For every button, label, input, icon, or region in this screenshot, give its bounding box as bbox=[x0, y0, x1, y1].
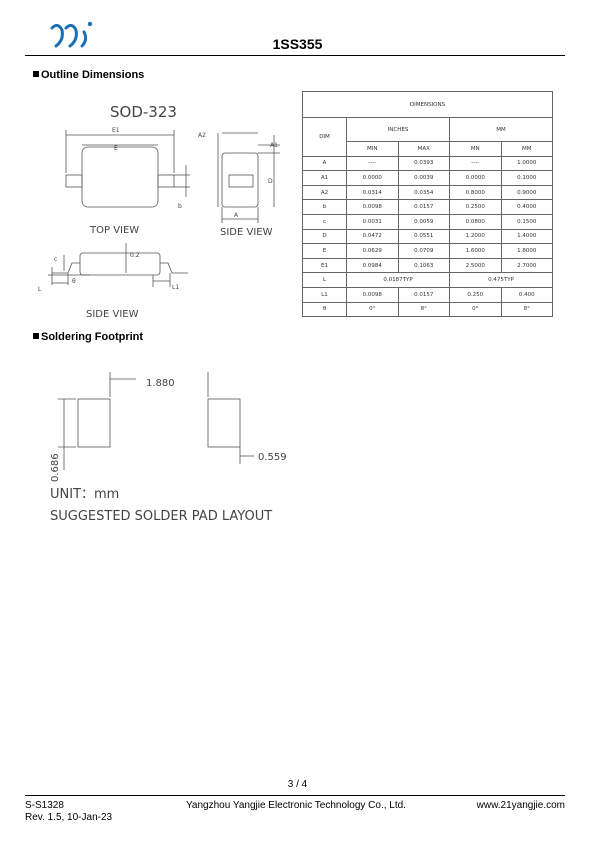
dim-header: DIM bbox=[302, 117, 347, 157]
document-number: S-S1328 bbox=[25, 800, 64, 811]
label-d: D bbox=[268, 178, 273, 185]
table-row: E1 0.0984 0.1063 2.5000 2.7000 bbox=[302, 257, 553, 274]
table-row: c 0.0031 0.0059 0.0800 0.1500 bbox=[302, 213, 553, 230]
label-c: c bbox=[54, 256, 57, 263]
label-e1: E1 bbox=[112, 127, 120, 134]
label-a2: A2 bbox=[198, 132, 206, 139]
table-row: A ---- 0.0393 ---- 1.0000 bbox=[302, 155, 553, 172]
mm-max-header: MM bbox=[500, 141, 553, 157]
side-view-right-label: SIDE VIEW bbox=[220, 227, 273, 238]
label-theta: θ bbox=[72, 278, 76, 285]
header-divider bbox=[25, 55, 565, 56]
pitch-dimension: 1.880 bbox=[146, 378, 175, 389]
table-row: b 0.0098 0.0157 0.2500 0.4000 bbox=[302, 199, 553, 215]
footprint-caption: SUGGESTED SOLDER PAD LAYOUT bbox=[50, 509, 272, 524]
revision: Rev. 1.5, 10-Jan-23 bbox=[25, 812, 113, 823]
footer-divider bbox=[25, 795, 565, 796]
package-name: SOD-323 bbox=[110, 103, 177, 121]
bullet-square-icon bbox=[33, 71, 39, 77]
inches-header: INCHES bbox=[346, 117, 450, 142]
table-row: L 0.0187TYP 0.475TYP bbox=[302, 272, 553, 288]
unit-label: UNIT：mm bbox=[50, 487, 119, 502]
table-row: L1 0.0098 0.0157 0.250 0.400 bbox=[302, 286, 553, 303]
mm-header: MM bbox=[449, 117, 553, 142]
inches-max-header: MAX bbox=[397, 141, 450, 157]
soldering-footprint-heading: Soldering Footprint bbox=[33, 331, 143, 343]
footprint-drawing: 1.880 0.686 0.559 UNIT：mm SUGGESTED SOLD… bbox=[50, 372, 287, 524]
dimensions-table: DIMENSIONS DIM INCHES MM MIN MAX MN MM A… bbox=[302, 91, 553, 318]
mm-min-header: MN bbox=[449, 141, 502, 157]
label-l: L bbox=[38, 286, 42, 293]
bullet-square-icon bbox=[33, 333, 39, 339]
label-b: b bbox=[178, 203, 182, 210]
table-row: θ 0° 8° 0° 8° bbox=[302, 301, 553, 318]
table-row: D 0.0472 0.0551 1.2000 1.4000 bbox=[302, 228, 553, 245]
side-view-bottom-label: SIDE VIEW bbox=[86, 309, 139, 320]
company-logo-icon bbox=[50, 21, 93, 48]
pad-width-dimension: 0.559 bbox=[258, 452, 287, 463]
outline-dimensions-heading: Outline Dimensions bbox=[33, 69, 144, 81]
label-l1: L1 bbox=[172, 284, 179, 291]
table-row: A1 0.0000 0.0039 0.0000 0.1000 bbox=[302, 170, 553, 186]
pad-height-dimension: 0.686 bbox=[50, 453, 61, 482]
company-name: Yangzhou Yangjie Electronic Technology C… bbox=[186, 800, 406, 811]
website-link[interactable]: www.21yangjie.com bbox=[476, 800, 565, 811]
table-row: A2 0.0314 0.0354 0.8000 0.9000 bbox=[302, 184, 553, 201]
label-a1: A1 bbox=[270, 142, 278, 149]
part-number: 1SS355 bbox=[272, 36, 323, 52]
outline-drawing: SOD-323 E1 E b A2 A1 D A TOP VIEW SIDE V… bbox=[38, 103, 280, 320]
label-a: A bbox=[234, 212, 239, 219]
top-view-label: TOP VIEW bbox=[89, 225, 139, 236]
table-title: DIMENSIONS bbox=[302, 91, 553, 118]
label-e: E bbox=[114, 145, 118, 152]
label-r: 0.2 bbox=[130, 252, 140, 259]
page-number: 3 / 4 bbox=[287, 779, 308, 790]
inches-min-header: MIN bbox=[346, 141, 399, 157]
table-row: E 0.0629 0.0709 1.6000 1.8000 bbox=[302, 243, 553, 259]
